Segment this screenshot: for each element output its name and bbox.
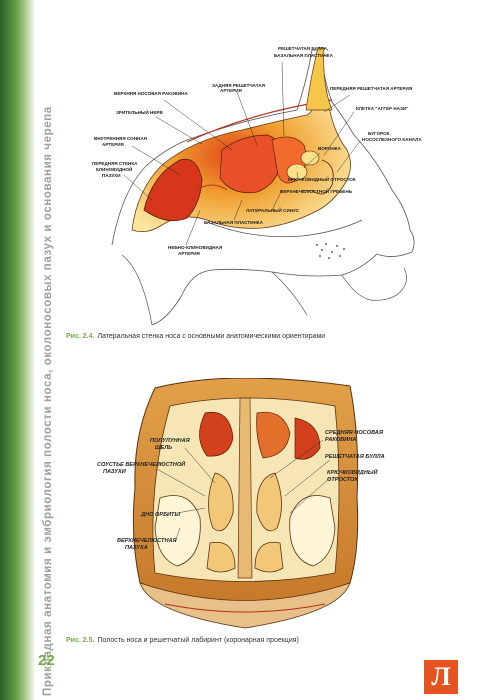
caption-number: Рис. 2.4. — [66, 333, 95, 340]
label-polulunnaya-1: ПОЛУЛУННАЯ — [150, 438, 191, 444]
label-bugorok-1: БУГОРОК — [368, 131, 390, 136]
label-vnutr-sonnaya-1: ВНУТРЕННЯЯ СОННАЯ — [94, 136, 147, 141]
figure-lateral-nasal-wall: РЕШЕТЧАТАЯ БУЛЛА, БАЗАЛЬНАЯ ПЛАСТИНКА ВЕ… — [92, 46, 422, 325]
label-lateralny-sinus: ЛАТЕРАЛЬНЫЙ СИНУС — [246, 206, 300, 213]
publisher-logo: Л — [424, 660, 458, 694]
label-soustye-2: ПАЗУХИ — [103, 469, 127, 475]
label-reshetchataya-bulla: РЕШЕТЧАТАЯ БУЛЛА, — [278, 46, 328, 51]
figure-2-4-caption: Рис. 2.4.Латеральная стенка носа с основ… — [66, 333, 325, 340]
label-zritelny-nerv: ЗРИТЕЛЬНЫЙ НЕРВ — [116, 108, 163, 115]
label-soustye-1: СОУСТЬЕ ВЕРХНЕЧЕЛЮСТНОЙ — [97, 460, 186, 468]
label-srednyaya-2: РАКОВИНА — [325, 437, 356, 443]
label-perednyaya-stenka-1: ПЕРЕДНЯЯ СТЕНКА — [92, 161, 138, 166]
label-perednyaya-stenka-2: КЛИНОВИДНОЙ — [96, 165, 132, 172]
dotted-area — [316, 243, 345, 259]
nasal-septum — [237, 397, 253, 579]
caption-text: Полость носа и решетчатый лабиринт (коро… — [97, 637, 299, 644]
label-zadnyaya-arteriya-1: ЗАДНЯЯ РЕШЕТЧАТАЯ — [212, 83, 265, 88]
figure-2-5-caption: Рис. 2.5.Полость носа и решетчатый лабир… — [66, 637, 299, 644]
label-kryuchkovidny-2: ОТРОСТОК — [327, 477, 358, 483]
figure-coronal-section: ПОЛУЛУННАЯ ЩЕЛЬ СРЕДНЯЯ НОСОВАЯ РАКОВИНА… — [97, 378, 385, 629]
label-perednyaya-stenka-3: ПАЗУХИ — [102, 173, 121, 178]
label-kryuchkovidny: КРЮЧКОВИДНЫЙ ОТРОСТОК — [288, 175, 356, 182]
label-kletka-agger-nasi: КЛЕТКА "АГГЕР НАЗИ" — [356, 106, 408, 111]
caption-text: Латеральная стенка носа с основными анат… — [97, 333, 326, 340]
caption-number: Рис. 2.5. — [66, 637, 95, 644]
logo-glyph: Л — [431, 662, 451, 691]
label-verkhnechelyust-greben: ВЕРХНЕЧЕЛЮСТНОЙ ГРЕБЕНЬ — [280, 187, 353, 194]
label-perednyaya-arteriya: ПЕРЕДНЯЯ РЕШЕТЧАТАЯ АРТЕРИЯ — [330, 86, 412, 91]
label-verkhnyaya-rakovina: ВЕРХНЯЯ НОСОВАЯ РАКОВИНА — [114, 91, 188, 96]
label-polulunnaya-2: ЩЕЛЬ — [155, 445, 172, 451]
label-bazalnaya-plastinka-low: БАЗАЛЬНАЯ ПЛАСТИНКА — [204, 220, 264, 225]
label-bazalnaya-plastinka: БАЗАЛЬНАЯ ПЛАСТИНКА — [274, 53, 334, 58]
label-voronka: ВОРОНКА — [318, 146, 341, 151]
page-number: 22 — [38, 652, 55, 669]
skull-outline — [111, 49, 415, 325]
label-verkhnechelyust-1: ВЕРХНЕЧЕЛЮСТНАЯ — [117, 538, 178, 544]
label-nebno-klinovid-2: АРТЕРИЯ — [178, 251, 200, 256]
label-nebno-klinovid-1: НЕБНО-КЛИНОВИДНАЯ — [168, 245, 222, 250]
label-dno-orbity: ДНО ОРБИТЫ — [140, 512, 180, 518]
label-verkhnechelyust-2: ПАЗУХА — [125, 545, 148, 551]
running-head: Прикладная анатомия и эмбриология полост… — [42, 106, 54, 696]
label-reshetchataya-bulla-2: РЕШЕТЧАТАЯ БУЛЛА — [325, 454, 385, 460]
label-kryuchkovidny-1: КРЮЧКОВИДНЫЙ — [327, 468, 378, 476]
label-srednyaya-1: СРЕДНЯЯ НОСОВАЯ — [325, 430, 384, 436]
label-bugorok-2: НОСОСЛЕЗНОГО КАНАЛА — [362, 137, 422, 142]
label-zadnyaya-arteriya-2: АРТЕРИЯ — [220, 88, 242, 93]
label-vnutr-sonnaya-2: АРТЕРИЯ — [102, 142, 124, 147]
green-spine-bar — [0, 0, 34, 700]
